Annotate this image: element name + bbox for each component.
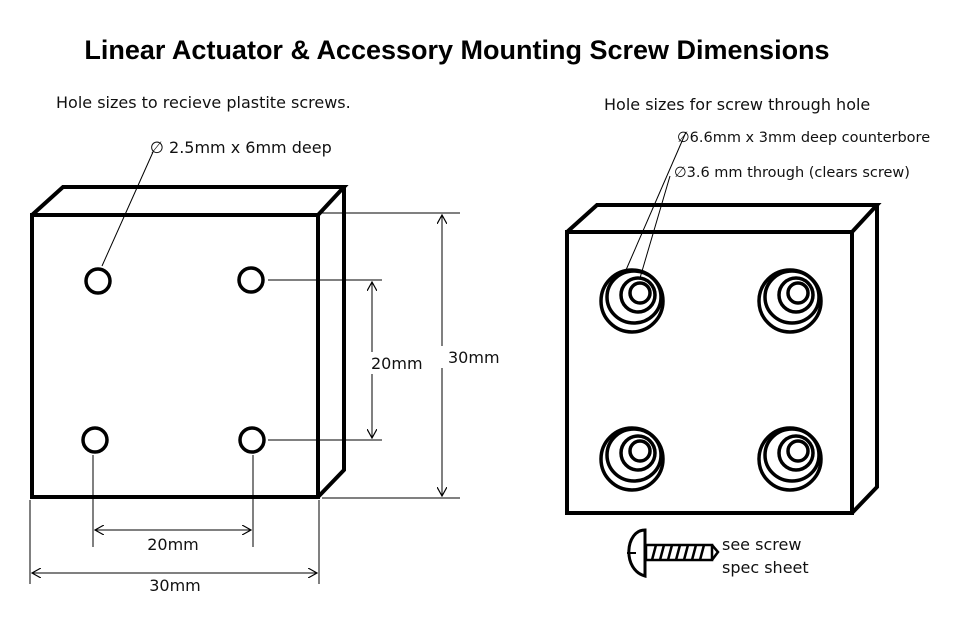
left-heading: Hole sizes to recieve plastite screws. <box>56 93 351 112</box>
through-hole-leader-line <box>639 175 671 279</box>
hole-leader-line <box>101 151 154 267</box>
through-hole-callout: ∅3.6 mm through (clears screw) <box>674 165 910 181</box>
dim-label-vertical-30: 30mm <box>448 348 500 367</box>
right-block <box>565 203 882 515</box>
diagram-title: Linear Actuator & Accessory Mounting Scr… <box>84 35 829 65</box>
dim-label-horizontal-20: 20mm <box>147 535 199 554</box>
hole-bottom-right <box>238 426 266 454</box>
counterbore-hole-bottom-left <box>599 426 665 492</box>
counterbore-hole-top-right <box>757 268 823 334</box>
counterbore-hole-bottom-right <box>757 426 823 492</box>
right-block-top-face <box>565 203 882 234</box>
hole-top-left <box>84 267 112 295</box>
left-block-top-face <box>30 185 349 217</box>
dim-label-vertical-20: 20mm <box>371 354 423 373</box>
hole-callout: ∅ 2.5mm x 6mm deep <box>150 138 332 157</box>
right-heading: Hole sizes for screw through hole <box>604 95 870 114</box>
screw-note-line2: spec sheet <box>722 558 809 577</box>
left-block-side-face <box>316 187 346 499</box>
counterbore-hole-top-left <box>599 268 665 334</box>
right-block-front-face <box>565 230 854 515</box>
screw-note-line1: see screw <box>722 535 801 554</box>
left-block <box>30 185 349 499</box>
screw-icon <box>627 528 720 578</box>
counterbore-callout: ∅6.6mm x 3mm deep counterbore <box>677 130 930 146</box>
dim-label-horizontal-30: 30mm <box>149 576 201 595</box>
hole-bottom-left <box>81 426 109 454</box>
right-block-side-face <box>850 205 879 515</box>
counterbore-leader-line <box>625 131 687 271</box>
hole-top-right <box>237 266 265 294</box>
left-block-front-face <box>30 213 320 499</box>
